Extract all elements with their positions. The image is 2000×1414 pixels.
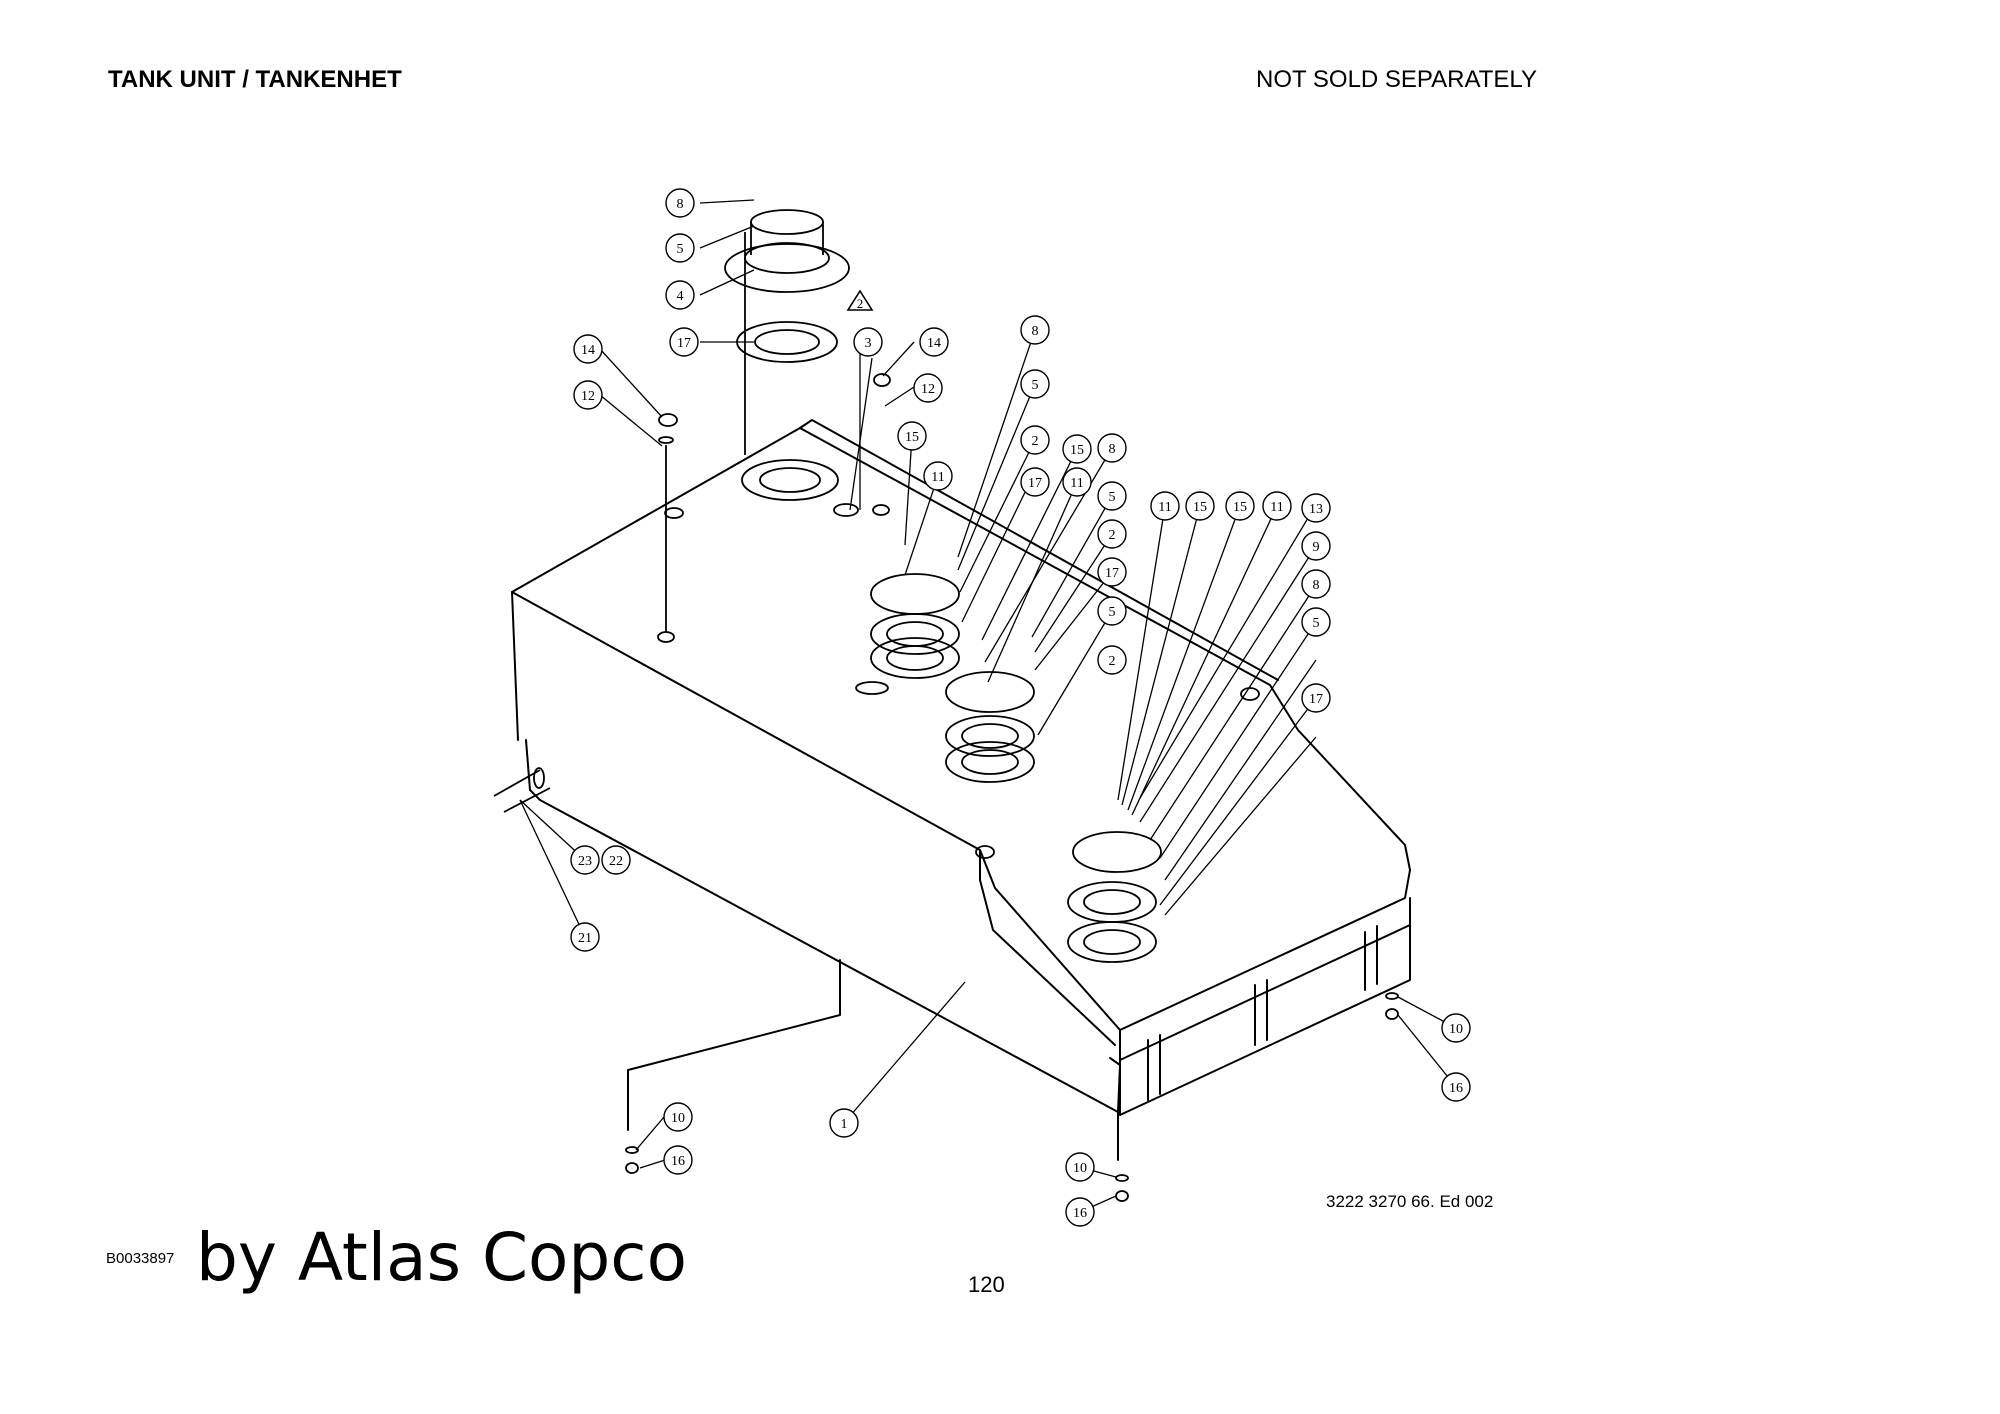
callout-10: 10: [663, 1102, 693, 1132]
callout-label: 5: [1032, 378, 1039, 393]
callout-label: 17: [1028, 476, 1042, 491]
callout-8: 8: [1020, 315, 1050, 345]
callout-label: 16: [1449, 1081, 1463, 1096]
callout-label: 3: [865, 336, 872, 351]
revision-mark: 2: [857, 296, 864, 311]
callout-label: 12: [921, 382, 935, 397]
callout-21: 21: [570, 922, 600, 952]
callout-label: 16: [671, 1154, 685, 1169]
revision-triangle: [846, 289, 874, 311]
callout-8: 8: [665, 188, 695, 218]
callout-15: 15: [897, 421, 927, 451]
leader-lines: [519, 199, 1457, 1213]
callout-15: 15: [1225, 491, 1255, 521]
callout-5: 5: [1301, 607, 1331, 637]
callout-label: 15: [1070, 443, 1084, 458]
callout-label: 17: [1105, 566, 1119, 581]
callout-label: 15: [1233, 500, 1247, 515]
callout-label: 15: [905, 430, 919, 445]
callout-label: 2: [1109, 528, 1116, 543]
callout-5: 5: [665, 233, 695, 263]
callout-17: 17: [1301, 683, 1331, 713]
callout-2: 2: [1020, 425, 1050, 455]
callout-4: 4: [665, 280, 695, 310]
callout-label: 2: [1032, 434, 1039, 449]
callout-label: 1: [841, 1117, 848, 1132]
image-code: B0033897: [106, 1250, 175, 1267]
callout-22: 22: [601, 845, 631, 875]
callout-label: 11: [1270, 500, 1283, 515]
callout-10: 10: [1065, 1152, 1095, 1182]
callout-2: 2: [1097, 645, 1127, 675]
callout-15: 15: [1062, 434, 1092, 464]
callout-label: 4: [677, 289, 684, 304]
callout-5: 5: [1097, 481, 1127, 511]
callout-label: 11: [1070, 476, 1083, 491]
callout-label: 9: [1313, 540, 1320, 555]
callout-5: 5: [1097, 596, 1127, 626]
callout-label: 8: [1032, 324, 1039, 339]
fittings: [493, 209, 1399, 1202]
callout-label: 11: [931, 470, 944, 485]
callout-11: 11: [1150, 491, 1180, 521]
callout-label: 14: [581, 343, 595, 358]
callout-label: 22: [609, 854, 623, 869]
callout-2: 2: [1097, 519, 1127, 549]
callout-label: 17: [1309, 692, 1323, 707]
callout-15: 15: [1185, 491, 1215, 521]
callout-label: 5: [1109, 490, 1116, 505]
callout-label: 10: [1449, 1022, 1463, 1037]
callout-17: 17: [669, 327, 699, 357]
callout-14: 14: [919, 327, 949, 357]
callout-12: 12: [913, 373, 943, 403]
callout-16: 16: [663, 1145, 693, 1175]
callout-3: 3: [853, 327, 883, 357]
callout-label: 16: [1073, 1206, 1087, 1221]
tank-body: [511, 419, 1411, 1161]
callout-label: 5: [1313, 616, 1320, 631]
callout-9: 9: [1301, 531, 1331, 561]
callout-5: 5: [1020, 369, 1050, 399]
callout-10: 10: [1441, 1013, 1471, 1043]
callout-label: 14: [927, 336, 941, 351]
callout-label: 10: [671, 1111, 685, 1126]
drawing-reference: 3222 3270 66. Ed 002: [1326, 1192, 1494, 1211]
callout-label: 5: [1109, 605, 1116, 620]
callout-label: 8: [1109, 442, 1116, 457]
callout-17: 17: [1020, 467, 1050, 497]
callout-12: 12: [573, 380, 603, 410]
callout-label: 21: [578, 931, 592, 946]
callout-label: 8: [677, 197, 684, 212]
brand-line: by Atlas Copco: [196, 1219, 687, 1296]
callout-11: 11: [1062, 467, 1092, 497]
callout-16: 16: [1065, 1197, 1095, 1227]
availability-note: NOT SOLD SEPARATELY: [1256, 66, 1537, 93]
page-title: TANK UNIT / TANKENHET: [108, 66, 402, 93]
callout-label: 23: [578, 854, 592, 869]
callout-1: 1: [829, 1108, 859, 1138]
callout-label: 12: [581, 389, 595, 404]
callout-23: 23: [570, 845, 600, 875]
callout-11: 11: [923, 461, 953, 491]
callout-14: 14: [573, 334, 603, 364]
callout-11: 11: [1262, 491, 1292, 521]
callout-8: 8: [1097, 433, 1127, 463]
page-number: 120: [968, 1272, 1005, 1297]
callout-label: 8: [1313, 578, 1320, 593]
callout-16: 16: [1441, 1072, 1471, 1102]
callout-label: 2: [1109, 654, 1116, 669]
callout-label: 17: [677, 336, 691, 351]
callout-label: 11: [1158, 500, 1171, 515]
callout-17: 17: [1097, 557, 1127, 587]
callout-label: 10: [1073, 1161, 1087, 1176]
callout-13: 13: [1301, 493, 1331, 523]
callout-label: 13: [1309, 502, 1323, 517]
callout-label: 15: [1193, 500, 1207, 515]
callout-8: 8: [1301, 569, 1331, 599]
callout-label: 5: [677, 242, 684, 257]
